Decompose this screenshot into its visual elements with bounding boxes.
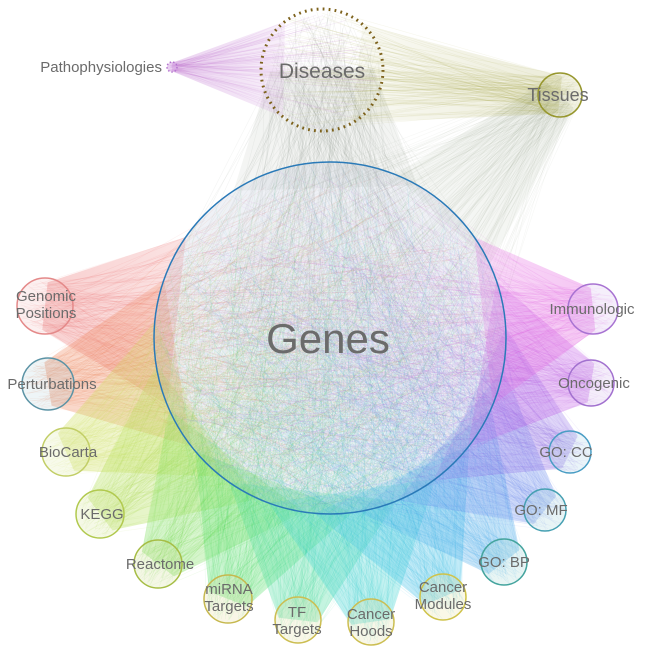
node-cancer_modules[interactable] (419, 573, 467, 621)
node-pathophysiologies[interactable] (166, 61, 178, 73)
node-tissues[interactable] (537, 72, 583, 118)
node-label-oncogenic: Oncogenic (558, 375, 630, 392)
node-label-go_bp: GO: BP (478, 554, 530, 571)
node-label-tf_targets: Targets (272, 621, 321, 638)
node-label-cancer_modules: Cancer (419, 579, 467, 596)
node-label-kegg: KEGG (80, 506, 123, 523)
node-label-mirna_targets: miRNA (205, 581, 253, 598)
node-label-genomic_positions: Positions (16, 305, 77, 322)
node-oncogenic[interactable] (567, 359, 615, 407)
node-label-cancer_modules: Modules (415, 596, 472, 613)
node-label-reactome: Reactome (126, 556, 194, 573)
node-perturbations[interactable] (21, 357, 75, 411)
node-label-immunologic: Immunologic (549, 301, 635, 318)
node-label-perturbations: Perturbations (7, 376, 96, 393)
node-tf_targets[interactable] (274, 596, 322, 644)
node-label-cancer_hoods: Cancer (347, 606, 395, 623)
node-go_cc[interactable] (548, 430, 592, 474)
node-biocarta[interactable] (41, 427, 91, 477)
node-genomic_positions[interactable] (16, 277, 74, 335)
node-label-tissues: Tissues (527, 85, 588, 105)
node-label-cancer_hoods: Hoods (349, 623, 392, 640)
node-label-go_cc: GO: CC (539, 444, 593, 461)
node-label-genomic_positions: Genomic (16, 288, 77, 305)
node-mirna_targets[interactable] (203, 574, 253, 624)
node-kegg[interactable] (75, 489, 125, 539)
node-label-genes: Genes (266, 315, 390, 362)
node-immunologic[interactable] (567, 283, 619, 335)
node-cancer_hoods[interactable] (347, 598, 395, 646)
node-genes[interactable] (153, 161, 507, 515)
node-go_mf[interactable] (523, 488, 567, 532)
node-label-tf_targets: TF (288, 604, 306, 621)
node-diseases[interactable] (259, 7, 385, 133)
node-label-mirna_targets: Targets (204, 598, 253, 615)
node-label-biocarta: BioCarta (39, 444, 98, 461)
node-label-diseases: Diseases (279, 60, 365, 83)
node-label-go_mf: GO: MF (514, 502, 567, 519)
node-label-pathophysiologies: Pathophysiologies (40, 59, 162, 76)
node-reactome[interactable] (133, 539, 183, 589)
node-go_bp[interactable] (480, 538, 528, 586)
edge-bundle-diseases-tissues (261, 10, 582, 127)
edge-bundle-diseases-pathophysiologies (167, 14, 380, 131)
